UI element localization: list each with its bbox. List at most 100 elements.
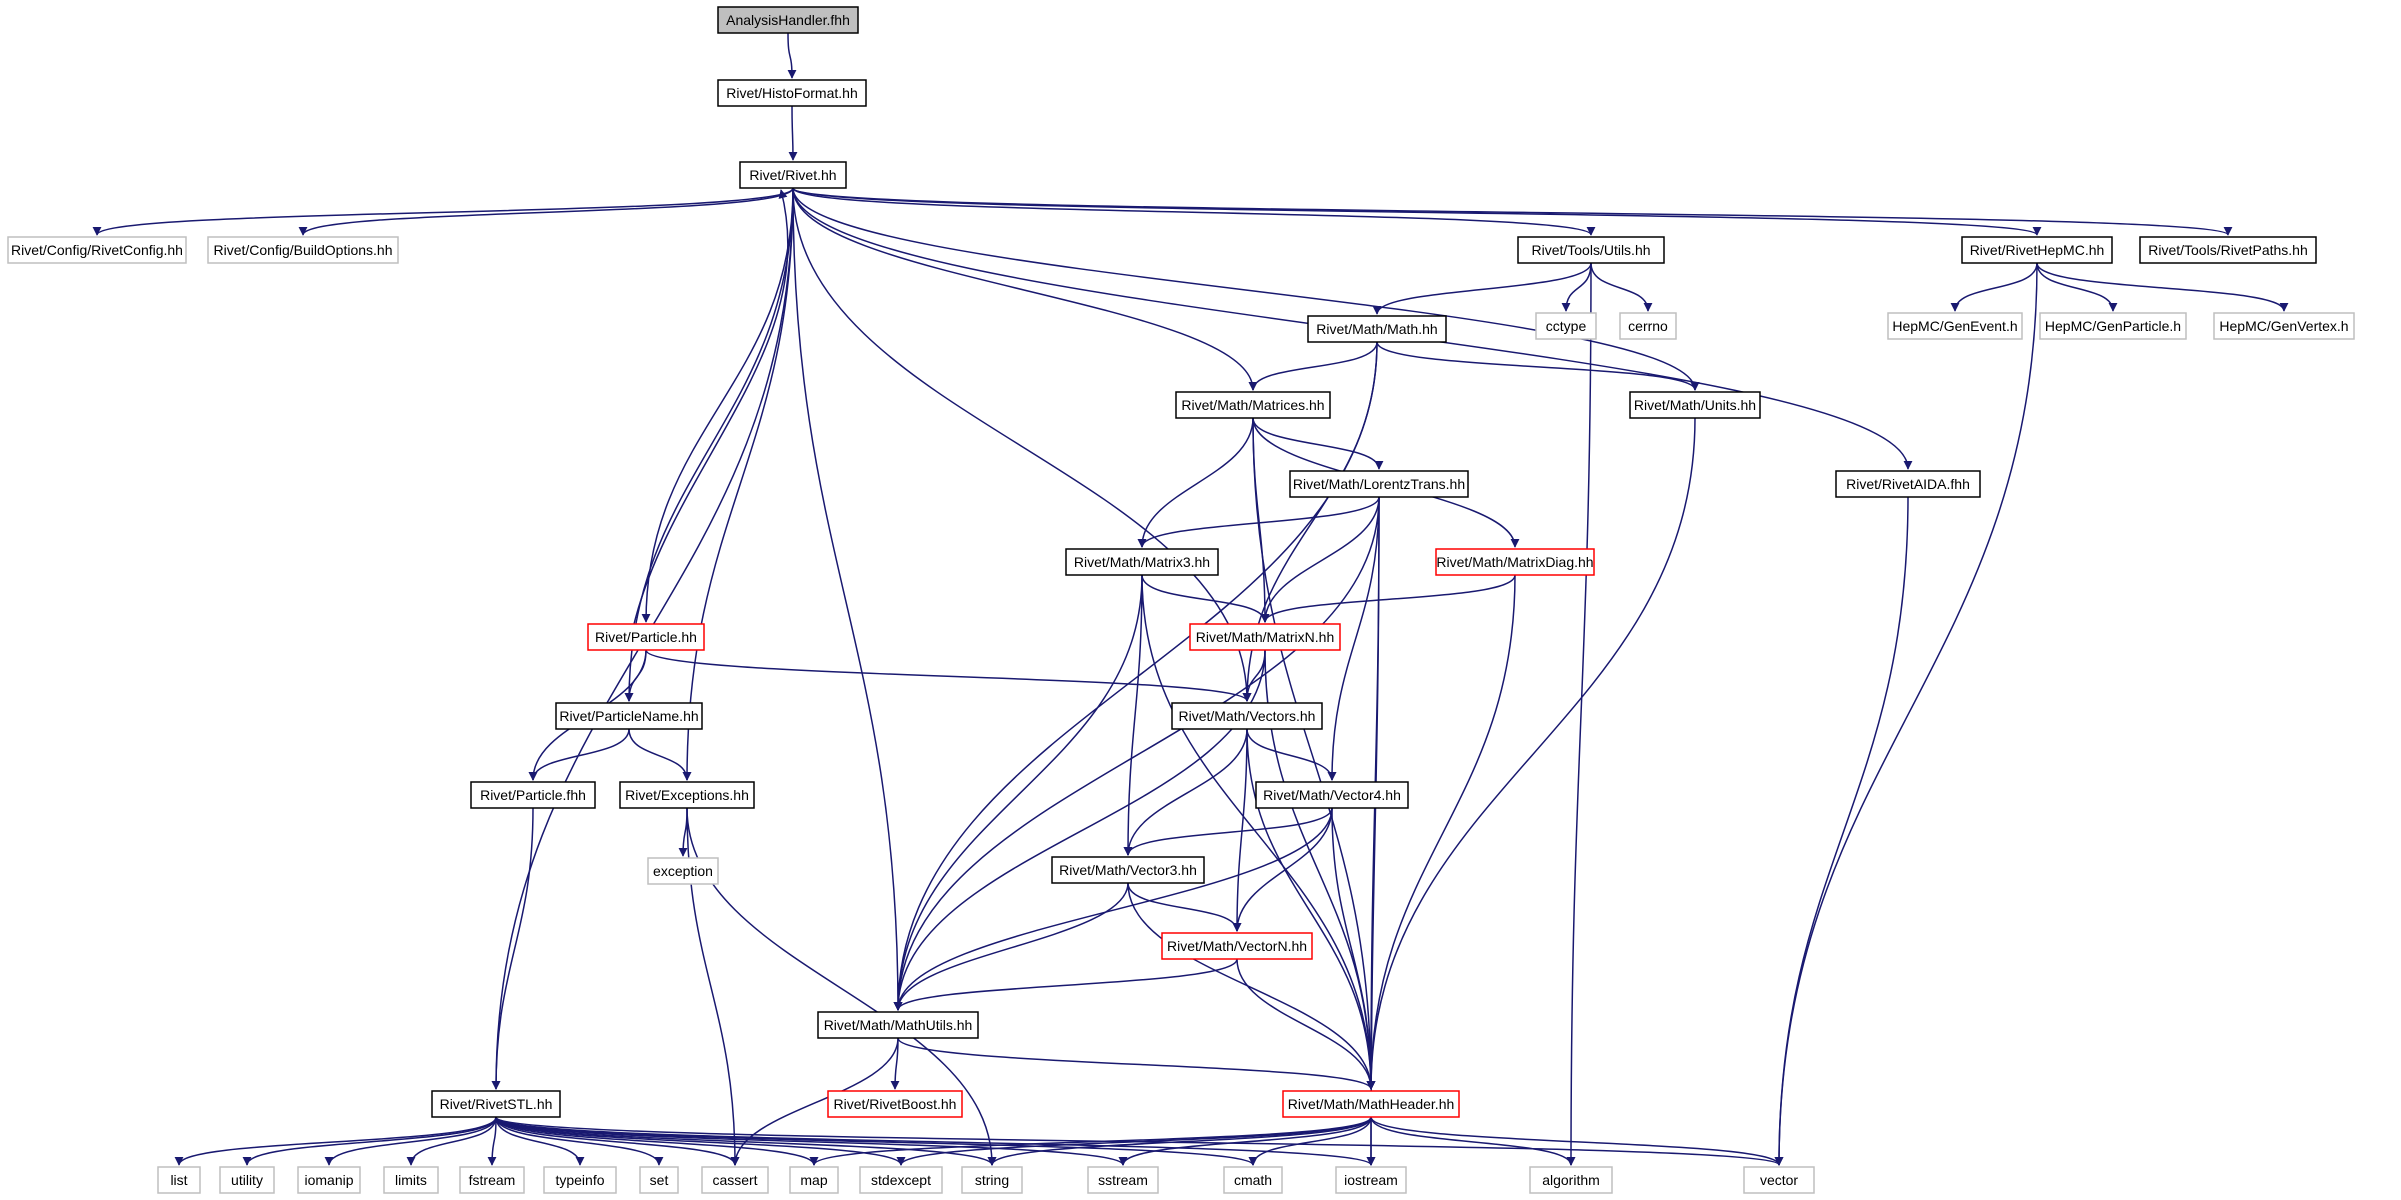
node-box-cmath [1223, 1166, 1283, 1194]
node-label-exception: exception [653, 863, 713, 879]
node-box-cassert [701, 1166, 769, 1194]
node-cctype: cctype [1535, 312, 1597, 340]
node-stl[interactable]: Rivet/RivetSTL.hh [431, 1090, 561, 1118]
node-vectors[interactable]: Rivet/Math/Vectors.hh [1171, 702, 1323, 730]
edge-rivet-to-except [682, 187, 794, 781]
node-label-particle: Rivet/Particle.hh [595, 629, 697, 645]
edge-pfhh-to-stl [491, 807, 534, 1090]
node-mutils[interactable]: Rivet/Math/MathUtils.hh [817, 1011, 979, 1039]
node-label-vector4: Rivet/Math/Vector4.hh [1263, 787, 1401, 803]
edge-rivet-to-utils [792, 187, 1596, 236]
node-math[interactable]: Rivet/Math/Math.hh [1307, 315, 1447, 343]
edge-rivet-to-rpaths [792, 187, 2233, 236]
edge-mutils-to-mheader [897, 1037, 1376, 1090]
edge-matrices-to-matrix3 [1137, 417, 1254, 548]
node-utils[interactable]: Rivet/Tools/Utils.hh [1517, 236, 1665, 264]
node-units[interactable]: Rivet/Math/Units.hh [1629, 391, 1761, 419]
node-label-math: Rivet/Math/Math.hh [1316, 321, 1437, 337]
node-rivet[interactable]: Rivet/Rivet.hh [739, 161, 847, 189]
node-hepmc[interactable]: Rivet/RivetHepMC.hh [1961, 236, 2113, 264]
edge-rivet-to-matrices [792, 187, 1258, 391]
node-vectorn[interactable]: Rivet/Math/VectorN.hh [1161, 932, 1313, 960]
edge-vector3-to-mheader [1127, 882, 1376, 1090]
node-set: set [639, 1166, 679, 1194]
node-genvertex: HepMC/GenVertex.h [2213, 312, 2355, 340]
edge-vectors-to-vectorn [1232, 728, 1248, 932]
edge-histo-to-rivet [788, 105, 798, 161]
node-mheader[interactable]: Rivet/Math/MathHeader.hh [1282, 1090, 1460, 1118]
edge-particle-to-vectors [645, 649, 1252, 702]
node-lorentz[interactable]: Rivet/Math/LorentzTrans.hh [1289, 470, 1469, 498]
node-rconf: Rivet/Config/RivetConfig.hh [7, 236, 187, 264]
node-label-ah: AnalysisHandler.fhh [726, 12, 850, 28]
node-box-genvertex [2213, 312, 2355, 340]
edge-hepmc-to-genevent [1950, 262, 2038, 312]
edge-matrix3-to-mutils [893, 574, 1143, 1011]
node-box-rivet [739, 161, 847, 189]
edge-math-to-matrices [1248, 341, 1378, 391]
edge-mutils-to-boost [890, 1037, 900, 1090]
node-box-rpaths [2139, 236, 2317, 264]
node-boost[interactable]: Rivet/RivetBoost.hh [827, 1090, 963, 1118]
node-box-stdexcept [859, 1166, 943, 1194]
edge-mheader-to-stdexcept [896, 1116, 1372, 1166]
node-label-limits: limits [395, 1172, 427, 1188]
edge-stl-to-cmath [495, 1116, 1258, 1166]
node-matrixn[interactable]: Rivet/Math/MatrixN.hh [1189, 623, 1341, 651]
node-matrix3[interactable]: Rivet/Math/Matrix3.hh [1065, 548, 1219, 576]
node-box-cctype [1535, 312, 1597, 340]
node-label-stdexcept: stdexcept [871, 1172, 931, 1188]
edge-rivet-to-rconf [92, 187, 794, 236]
edge-mdiag-to-matrixn [1260, 574, 1516, 623]
edge-rivet-to-particle [641, 187, 794, 623]
edge-vectors-to-vector4 [1246, 728, 1337, 781]
node-label-typeinfo: typeinfo [555, 1172, 604, 1188]
edge-rivet-to-units [792, 187, 1700, 391]
edge-utils-to-cerrno [1590, 262, 1653, 312]
node-label-matrices: Rivet/Math/Matrices.hh [1181, 397, 1324, 413]
node-box-typeinfo [543, 1166, 617, 1194]
node-label-cassert: cassert [712, 1172, 757, 1188]
node-matrices[interactable]: Rivet/Math/Matrices.hh [1175, 391, 1331, 419]
node-iostream: iostream [1335, 1166, 1407, 1194]
node-pfhh[interactable]: Rivet/Particle.fhh [470, 781, 596, 809]
node-bopts: Rivet/Config/BuildOptions.hh [207, 236, 399, 264]
edge-stl-to-fstream [487, 1116, 497, 1166]
edge-hepmc-to-vector [1774, 262, 2038, 1166]
node-box-map [789, 1166, 839, 1194]
node-label-rpaths: Rivet/Tools/RivetPaths.hh [2148, 242, 2308, 258]
edge-aida-to-vector [1774, 496, 1909, 1166]
node-label-pfhh: Rivet/Particle.fhh [480, 787, 586, 803]
node-pname[interactable]: Rivet/ParticleName.hh [555, 702, 703, 730]
edge-utils-to-algorithm [1566, 262, 1592, 1166]
node-rpaths[interactable]: Rivet/Tools/RivetPaths.hh [2139, 236, 2317, 264]
node-except[interactable]: Rivet/Exceptions.hh [619, 781, 755, 809]
node-mdiag[interactable]: Rivet/Math/MatrixDiag.hh [1435, 548, 1595, 576]
edge-lorentz-to-matrix3 [1137, 496, 1380, 548]
node-genevent: HepMC/GenEvent.h [1887, 312, 2023, 340]
edge-stl-to-list [174, 1116, 497, 1166]
edge-rivet-to-vectors [792, 187, 1252, 702]
edge-particle-to-rivet [633, 189, 789, 625]
node-label-units: Rivet/Math/Units.hh [1634, 397, 1756, 413]
node-label-utility: utility [231, 1172, 263, 1188]
edge-lorentz-to-mutils [893, 496, 1380, 1011]
edge-stl-to-set [495, 1116, 664, 1166]
node-particle[interactable]: Rivet/Particle.hh [587, 623, 705, 651]
edge-matrix3-to-vector3 [1123, 574, 1143, 856]
node-box-pfhh [470, 781, 596, 809]
edge-rivet-to-pname [624, 187, 794, 702]
edge-matrices-to-matrixn [1252, 417, 1270, 623]
node-label-histo: Rivet/HistoFormat.hh [726, 85, 857, 101]
node-ah[interactable]: AnalysisHandler.fhh [717, 6, 859, 34]
node-label-boost: Rivet/RivetBoost.hh [834, 1096, 957, 1112]
edge-lorentz-to-vector4 [1327, 496, 1380, 781]
node-histo[interactable]: Rivet/HistoFormat.hh [717, 79, 867, 107]
node-vector4[interactable]: Rivet/Math/Vector4.hh [1255, 781, 1409, 809]
node-label-iomanip: iomanip [304, 1172, 353, 1188]
node-box-lorentz [1289, 470, 1469, 498]
node-vector3[interactable]: Rivet/Math/Vector3.hh [1051, 856, 1205, 884]
node-aida[interactable]: Rivet/RivetAIDA.fhh [1835, 470, 1981, 498]
node-label-cmath: cmath [1234, 1172, 1272, 1188]
